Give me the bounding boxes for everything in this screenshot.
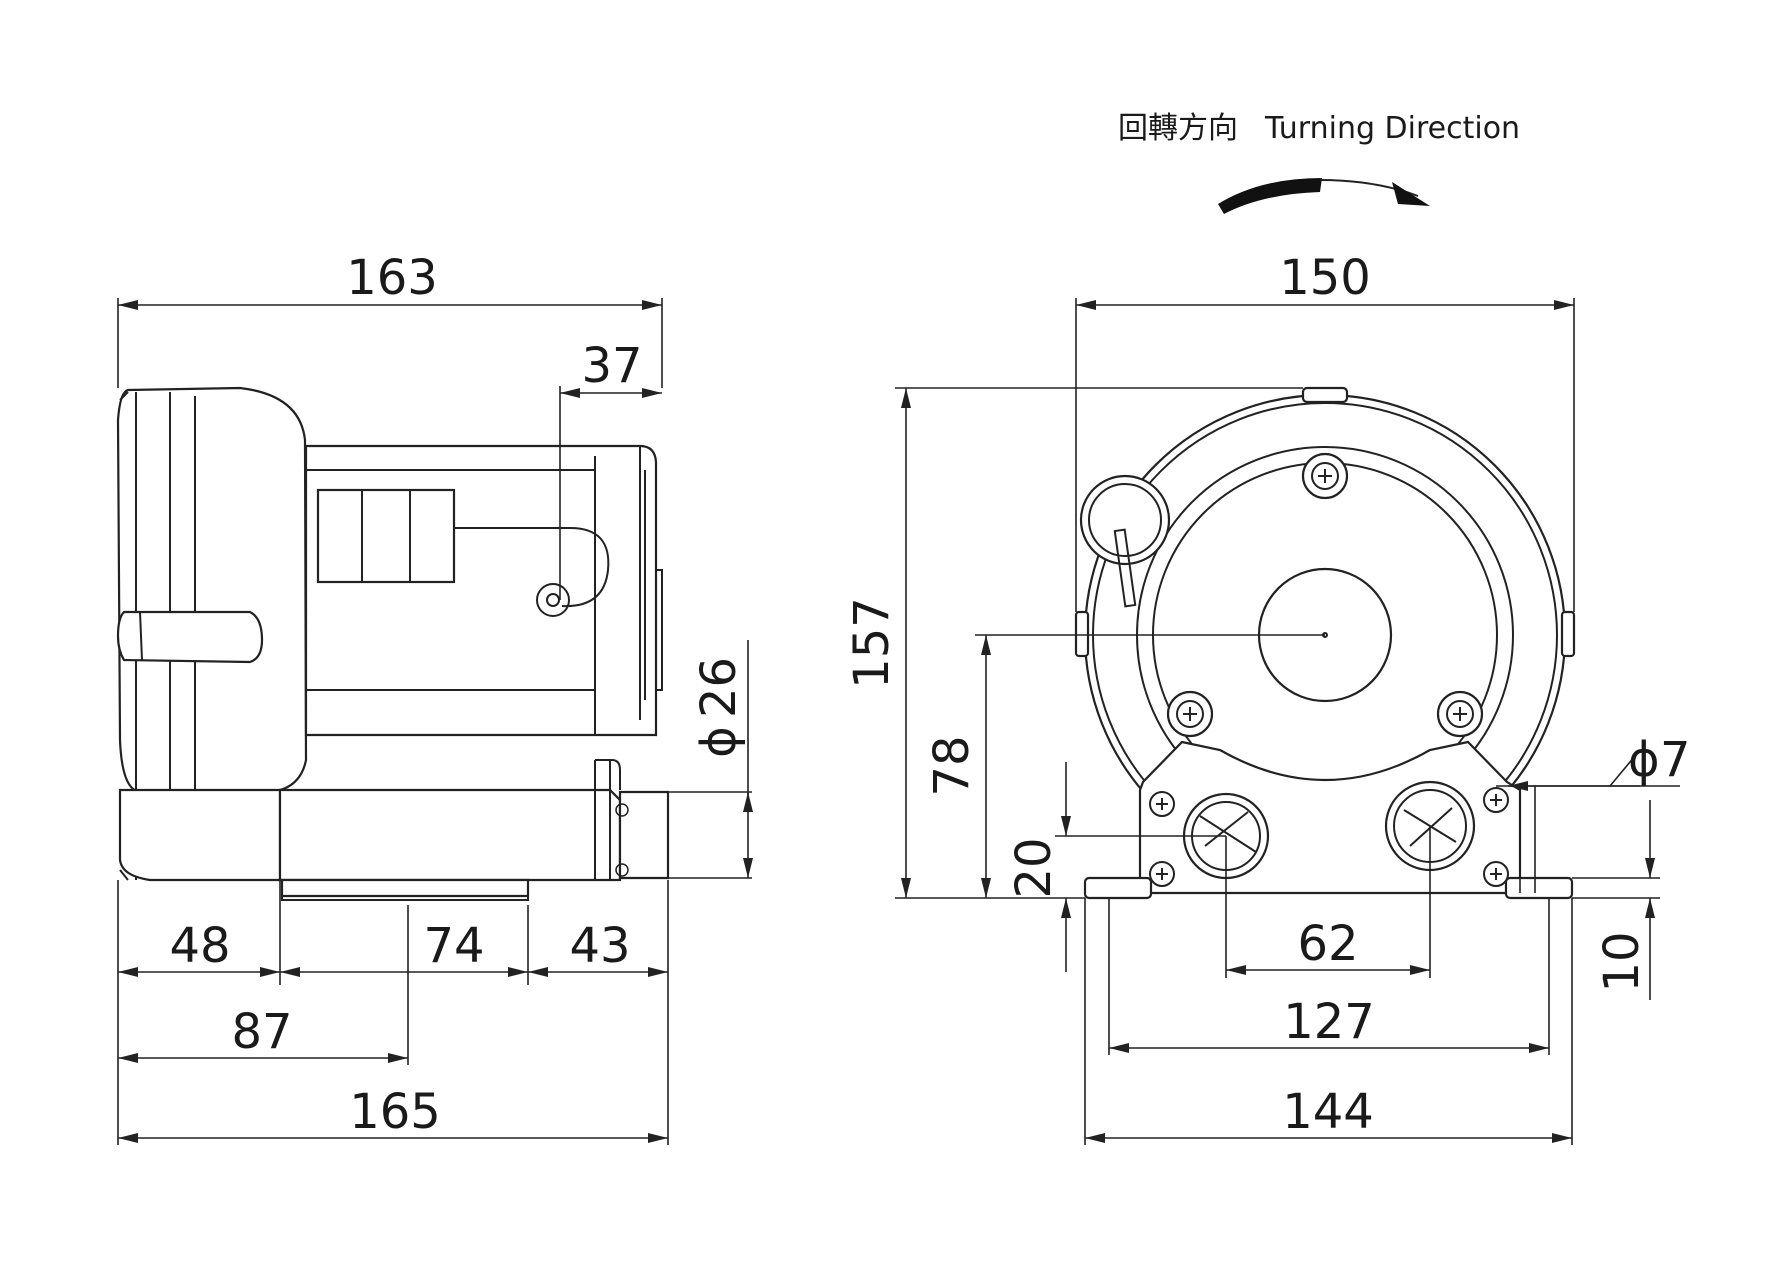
screw-icon <box>1436 690 1484 738</box>
front-view-dimensions: 150 157 78 20 ϕ <box>844 250 1691 1145</box>
turning-direction: 回轉方向 Turning Direction <box>1118 111 1520 214</box>
dim-outlet-offset: 37 <box>581 338 642 394</box>
dim-seg2: 74 <box>423 918 484 974</box>
side-view-body <box>116 386 670 901</box>
front-view-body <box>1074 386 1576 900</box>
screw-icon <box>1166 690 1214 738</box>
dim-outlet-diameter-symbol: ϕ <box>691 726 747 758</box>
dim-port-spacing: 62 <box>1297 916 1358 972</box>
screw-icon <box>1149 861 1175 887</box>
dim-hole-diameter: 7 <box>1660 732 1691 788</box>
dim-seg3: 43 <box>569 918 630 974</box>
screw-icon <box>1301 452 1349 500</box>
screw-icon <box>1483 861 1509 887</box>
dim-overall-bottom: 165 <box>349 1084 441 1140</box>
turning-direction-label-en: Turning Direction <box>1264 111 1520 146</box>
dim-port-height: 20 <box>1006 837 1062 898</box>
turning-direction-label-zh: 回轉方向 <box>1118 111 1238 146</box>
dim-outlet-diameter: 26 <box>691 657 747 718</box>
dim-height: 157 <box>844 597 900 689</box>
dim-width-top: 150 <box>1279 250 1371 306</box>
side-view: 163 37 ϕ 26 48 74 <box>116 250 753 1145</box>
screw-icon <box>1149 791 1175 817</box>
side-view-dimensions: 163 37 ϕ 26 48 74 <box>117 250 753 1145</box>
dim-center-height: 78 <box>924 735 980 796</box>
front-view: 150 157 78 20 ϕ <box>844 250 1691 1145</box>
dim-foot-thickness: 10 <box>1594 931 1650 992</box>
rotation-arrow-icon <box>1218 178 1430 214</box>
dim-overall-top: 163 <box>346 250 438 306</box>
dim-seg1: 48 <box>169 918 230 974</box>
dim-base-to-foot: 87 <box>231 1004 292 1060</box>
dim-foot-spacing: 127 <box>1283 994 1375 1050</box>
screw-icon <box>1483 787 1509 813</box>
dim-hole-diameter-symbol: ϕ <box>1628 732 1660 788</box>
dim-base-width: 144 <box>1282 1084 1374 1140</box>
